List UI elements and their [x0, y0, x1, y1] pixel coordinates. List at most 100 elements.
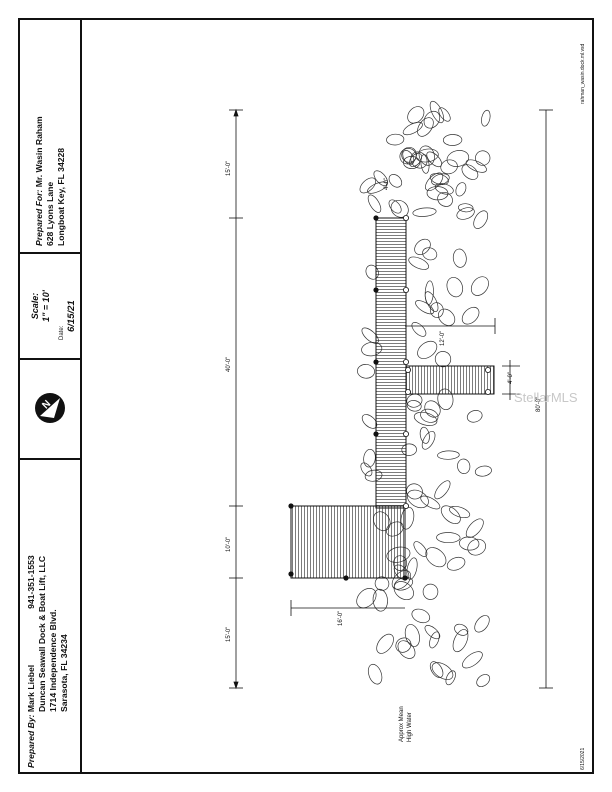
leaf-shape — [411, 322, 427, 337]
leaf-shape — [434, 480, 451, 500]
leaf-shape — [454, 623, 469, 636]
piling-marker — [404, 366, 411, 373]
leaf-shape — [461, 306, 480, 325]
piling-marker — [402, 286, 409, 293]
leaf-shape — [420, 495, 441, 510]
leaf-shape — [465, 518, 484, 538]
watermark: StellarMLS — [514, 390, 578, 405]
leaf-shape — [407, 106, 425, 124]
overall-dimension-line — [539, 109, 553, 689]
title-block-divider — [80, 18, 82, 774]
leaf-shape — [395, 637, 412, 653]
main-walkway — [375, 217, 407, 509]
leaf-shape — [388, 174, 403, 188]
leaf-shape — [406, 483, 423, 500]
leaf-shape — [425, 547, 447, 568]
leaf-shape — [476, 674, 491, 687]
leaf-shape — [421, 430, 436, 450]
piling-marker — [373, 215, 379, 221]
leaf-shape — [475, 150, 491, 166]
dim-left-bottom: 15'-0" — [226, 626, 232, 642]
leaf-shape — [438, 308, 456, 326]
leaf-shape — [412, 207, 437, 217]
dim-left-top: 15'-0" — [226, 160, 232, 176]
leaf-shape — [397, 640, 416, 659]
leaf-shape — [431, 173, 450, 186]
leaf-shape — [466, 410, 483, 423]
leaf-shape — [438, 107, 451, 122]
north-arrow-icon: N — [35, 393, 65, 423]
leaf-shape — [436, 532, 461, 544]
leaf-shape — [393, 581, 414, 601]
leaf-shape — [459, 536, 480, 551]
walkway-width-dimension — [405, 318, 496, 334]
leaf-shape — [429, 661, 444, 678]
leaf-shape — [388, 199, 402, 214]
leaf-shape — [367, 194, 382, 213]
leaf-shape — [434, 351, 452, 368]
left-dimension-line — [229, 108, 243, 690]
leaf-shape — [440, 159, 458, 175]
leaf-shape — [452, 629, 469, 653]
piling-marker — [402, 358, 409, 365]
leaf-shape — [429, 302, 444, 318]
piling-marker — [288, 571, 294, 577]
leaf-shape — [420, 154, 430, 174]
leaf-shape — [437, 191, 453, 207]
leaf-shape — [406, 557, 418, 580]
leaf-shape — [419, 426, 430, 444]
piling-marker — [373, 287, 379, 293]
dim-finger-width: 4'-0" — [508, 372, 514, 384]
leaf-shape — [359, 177, 376, 194]
leaf-shape — [417, 117, 434, 137]
leaf-shape — [403, 156, 421, 169]
mean-high-water-note: Approx Mean High Water — [399, 706, 413, 742]
piling-marker — [288, 503, 294, 509]
leaf-shape — [356, 588, 377, 609]
leaf-shape — [452, 248, 467, 268]
leaf-shape — [465, 159, 487, 173]
dim-top-offset: 4'-0" — [384, 178, 390, 190]
leaf-shape — [415, 300, 435, 315]
leaf-shape — [470, 276, 489, 296]
leaf-shape — [390, 199, 409, 218]
dim-platform-depth: 16'-0" — [338, 610, 344, 626]
leaf-shape — [420, 408, 439, 423]
print-date: 6/15/2021 — [580, 747, 586, 770]
leaf-shape — [422, 247, 438, 261]
leaf-shape — [461, 164, 479, 180]
dim-walkway-width: 12'-0" — [440, 330, 446, 346]
leaf-shape — [449, 505, 471, 519]
leaf-shape — [406, 400, 422, 412]
leaf-shape — [411, 608, 431, 624]
platform-depth-dimension — [290, 600, 405, 616]
leaf-shape — [440, 505, 461, 524]
piling-marker — [404, 388, 411, 395]
leaf-shape — [424, 400, 441, 418]
leaf-shape — [414, 238, 431, 255]
leaf-shape — [376, 633, 394, 654]
piling-marker — [402, 214, 409, 221]
mangrove-vegetation — [356, 100, 492, 687]
title-separator-3 — [18, 252, 82, 254]
leaf-shape — [373, 170, 389, 187]
leaf-shape — [442, 134, 463, 146]
dim-left-low: 10'-0" — [226, 536, 232, 552]
leaf-shape — [399, 148, 417, 165]
piling-marker — [484, 388, 491, 395]
file-name: rahman_wasin.dock.ml.vsd — [580, 43, 586, 104]
leaf-shape — [429, 631, 440, 649]
leaf-shape — [404, 624, 420, 647]
leaf-shape — [360, 462, 373, 477]
leaf-shape — [456, 207, 475, 220]
leaf-shape — [481, 109, 491, 127]
piling-marker — [484, 366, 491, 373]
leaf-shape — [474, 465, 492, 477]
dim-left-mid: 40'-0" — [226, 356, 232, 372]
leaf-shape — [408, 152, 423, 167]
leaf-shape — [431, 662, 454, 680]
piling-marker — [402, 502, 409, 509]
leaf-shape — [367, 663, 383, 685]
leaf-shape — [415, 148, 439, 163]
